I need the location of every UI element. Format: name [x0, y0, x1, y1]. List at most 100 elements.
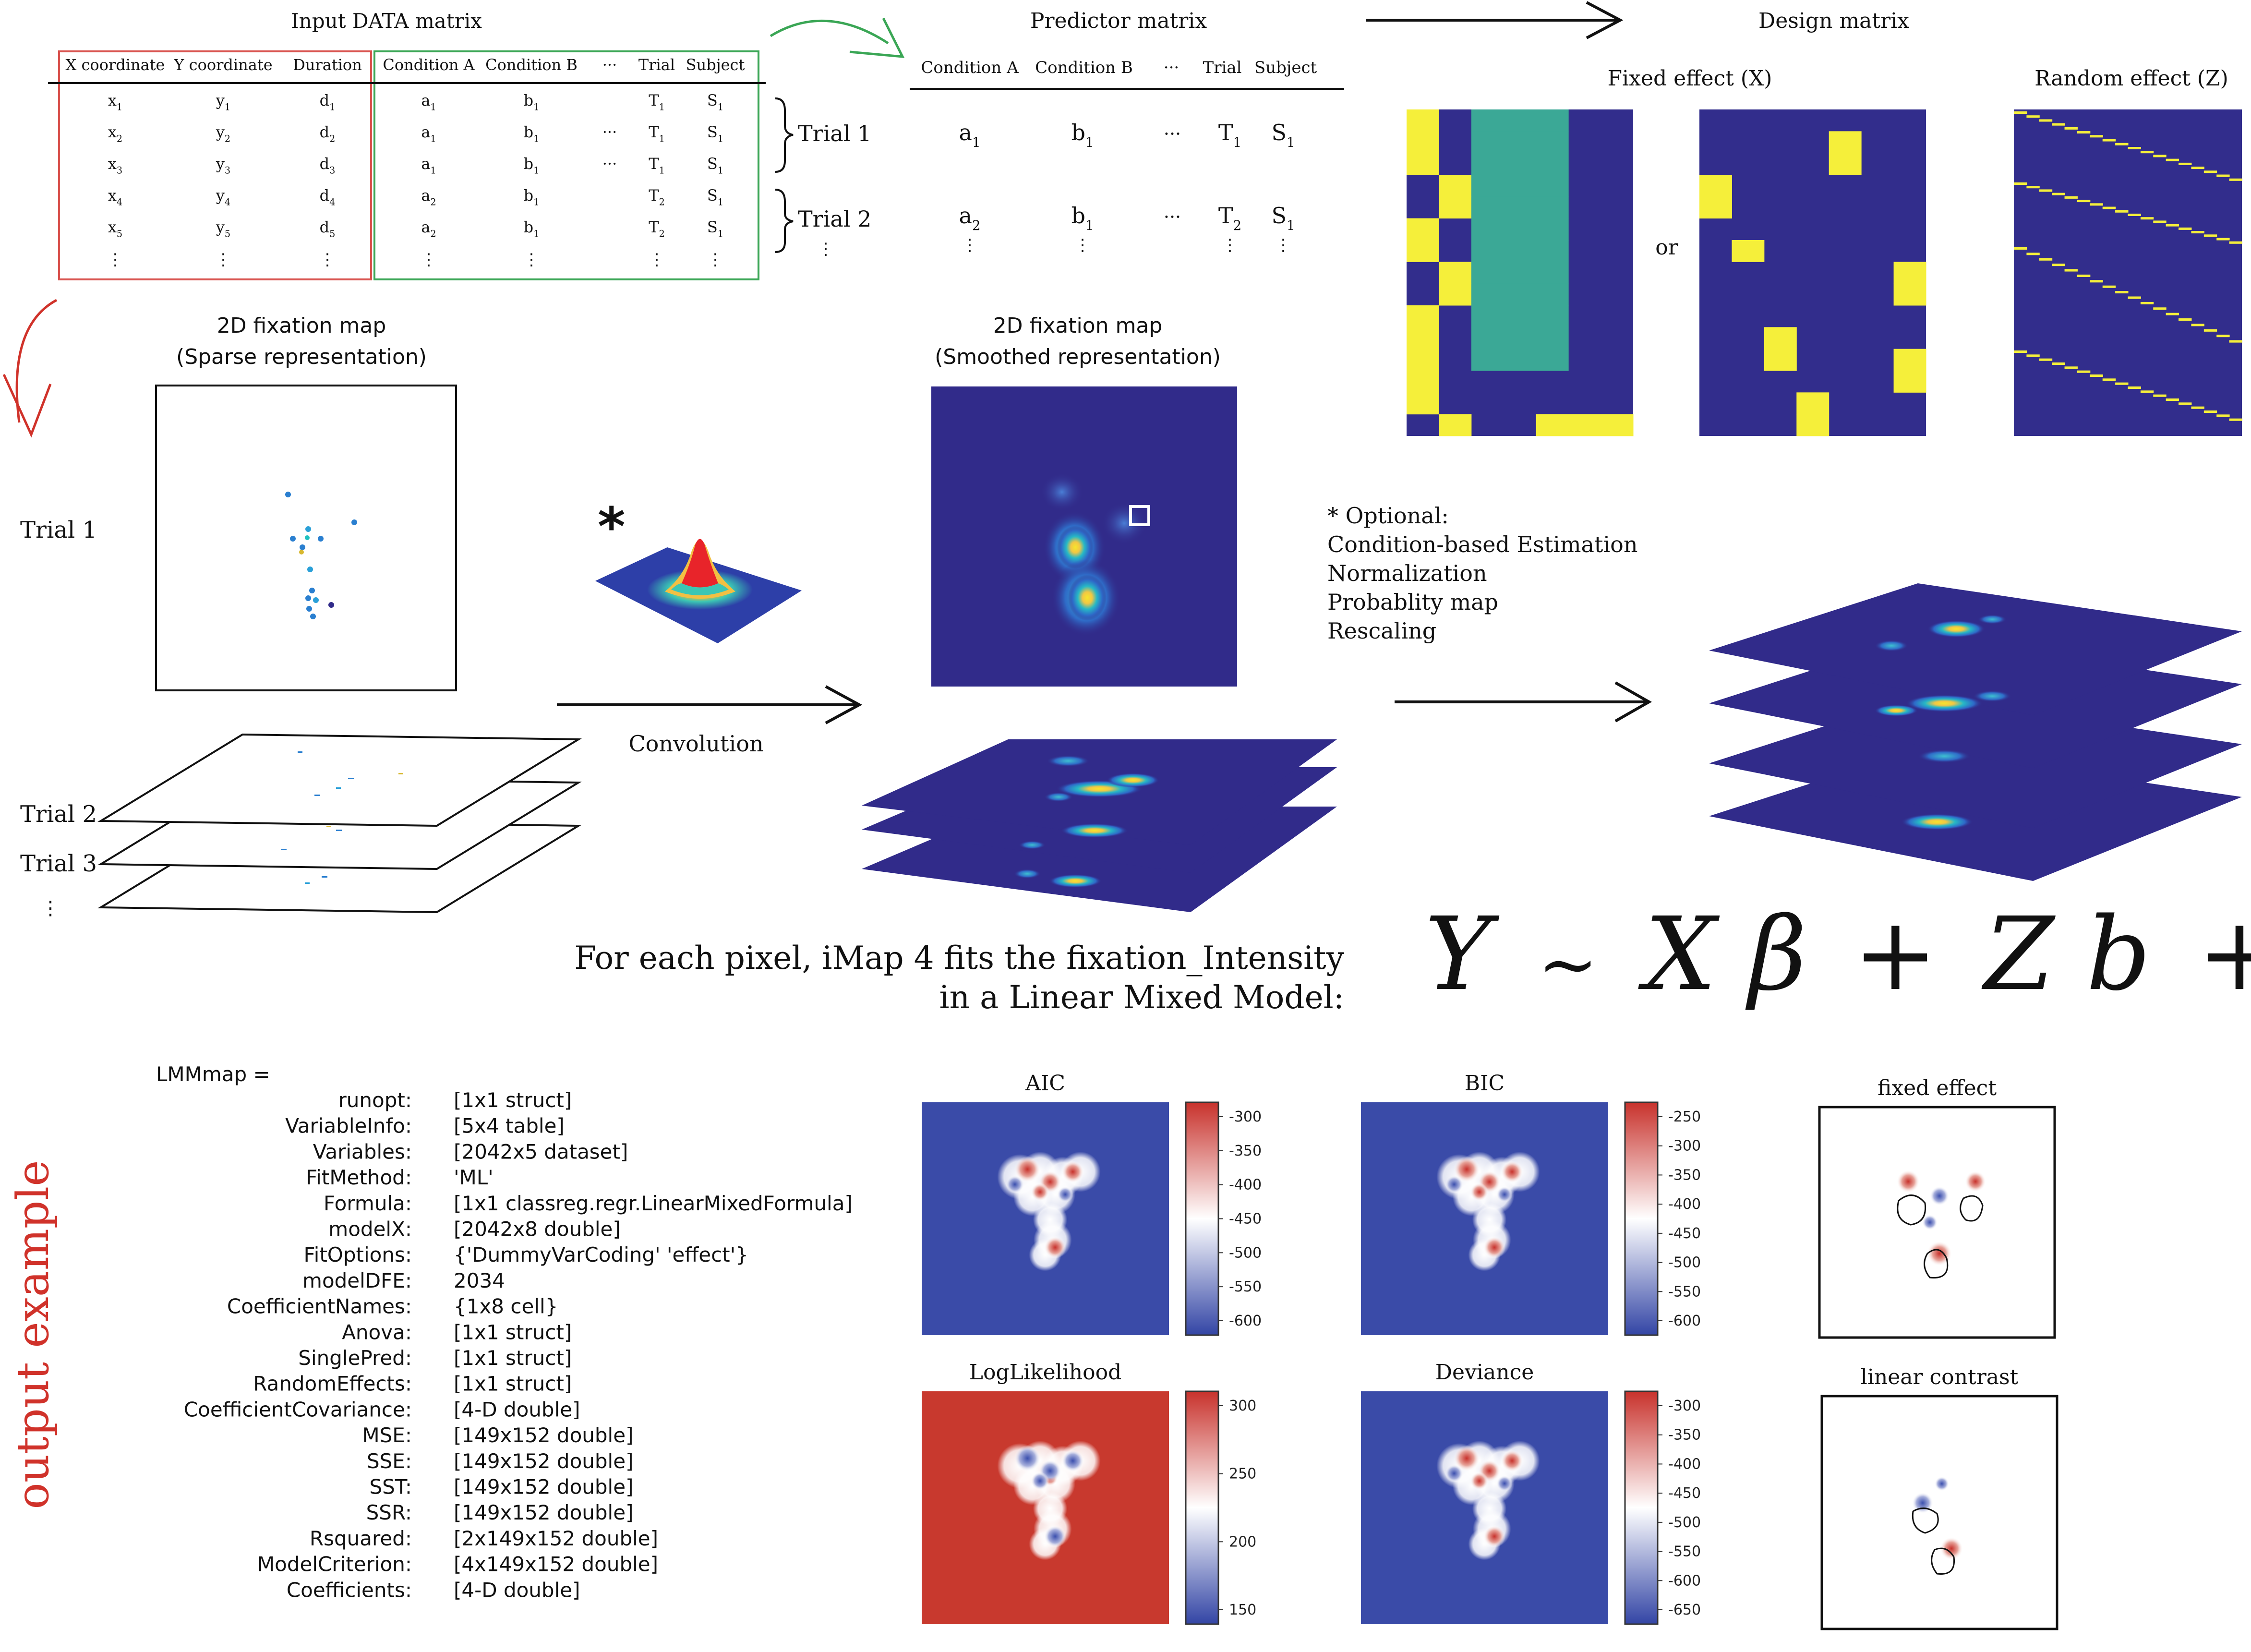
- input-cell: T2: [649, 186, 665, 208]
- sparse-stack: [97, 733, 582, 914]
- design-cell: [1893, 283, 1926, 306]
- design-cell: [1471, 240, 1504, 262]
- input-cell: x4: [108, 186, 122, 208]
- input-header: X coordinate: [66, 56, 165, 74]
- formula-part: ~: [1538, 923, 1598, 1006]
- design-cell: [1893, 262, 1926, 284]
- design-cell: [1504, 305, 1537, 327]
- lmm-field-name: VariableInfo:: [285, 1114, 412, 1138]
- input-cell: b1: [524, 123, 540, 145]
- model-description: For each pixel, iMap 4 fits the fixation…: [574, 940, 1344, 1016]
- colorbar-tick: -350: [1668, 1167, 1701, 1183]
- colorbar-tick: 150: [1229, 1602, 1256, 1618]
- random-cell: [2166, 158, 2179, 161]
- vdots: ⋮: [215, 250, 231, 269]
- random-cell: [2229, 241, 2242, 244]
- colorbar-tick: -250: [1668, 1109, 1701, 1125]
- contrast-map-frame: [1820, 1395, 2058, 1630]
- random-cell: [2064, 269, 2078, 272]
- colorbar-tick: -400: [1229, 1177, 1262, 1194]
- lmm-field-value: [4x149x152 double]: [454, 1553, 658, 1576]
- input-cell: b1: [524, 218, 540, 240]
- random-cell: [2203, 234, 2217, 237]
- random-cell: [2128, 147, 2141, 149]
- lmm-field-name: ModelCriterion:: [257, 1553, 412, 1576]
- predictor-cell: S1: [1271, 203, 1295, 233]
- random-cell: [2166, 313, 2179, 315]
- or-label: or: [1655, 235, 1678, 260]
- fixed-map: fixed effect: [1818, 1076, 2056, 1339]
- vdots: ⋮: [421, 250, 437, 269]
- random-cell: [2064, 127, 2078, 130]
- random-cell: [2179, 227, 2192, 230]
- formula-part: Z: [1981, 895, 2056, 1013]
- arrow-to-processed: [1395, 681, 1652, 723]
- vdots: ⋮: [1074, 236, 1091, 255]
- input-cell: b1: [524, 155, 540, 176]
- design-cell: [1536, 196, 1569, 219]
- trial1-left-label: Trial 1: [20, 517, 97, 543]
- colorbar-tick: -300: [1229, 1109, 1262, 1125]
- input-cell: d3: [320, 155, 336, 176]
- design-cell: [1504, 262, 1537, 284]
- predictor-cell: b1: [1071, 120, 1094, 150]
- colorbar-tick: -500: [1668, 1254, 1701, 1271]
- design-cell: [1699, 175, 1732, 197]
- fixed-effect-matrix-a: [1407, 109, 1634, 436]
- optional-item: * Optional:: [1327, 503, 1449, 529]
- lmm-field-name: CoefficientCovariance:: [184, 1398, 412, 1421]
- lmm-field-value: [149x152 double]: [454, 1475, 633, 1499]
- vdots: ⋮: [962, 236, 978, 255]
- design-cell: [1536, 109, 1569, 132]
- lmm-field-value: [1x1 struct]: [454, 1088, 572, 1112]
- red-arrow: [2, 299, 58, 438]
- bic-map: BIC-250-300-350-400-450-500-550-600: [1361, 1071, 1701, 1336]
- optional-item: Rescaling: [1327, 618, 1436, 644]
- input-header: Trial: [638, 56, 675, 74]
- colorbar-tick: -300: [1668, 1138, 1701, 1155]
- gaussian-kernel: *: [595, 496, 802, 643]
- colorbar-tick: -600: [1668, 1572, 1701, 1589]
- colorbar-tick: -300: [1668, 1398, 1701, 1414]
- design-cell: [1536, 414, 1569, 436]
- design-cell: [1796, 392, 1830, 415]
- lmm-field-value: [1x1 struct]: [454, 1346, 572, 1370]
- design-cell: [1439, 175, 1472, 197]
- input-cell: S1: [707, 155, 723, 176]
- colorbar-tick: -600: [1668, 1313, 1701, 1329]
- input-header: Condition B: [485, 56, 578, 74]
- random-effect-matrix: [2014, 109, 2242, 436]
- bic-title: BIC: [1465, 1071, 1505, 1096]
- design-cell: [1407, 240, 1439, 262]
- input-cell: S1: [707, 186, 723, 208]
- input-header: Subject: [686, 56, 745, 74]
- random-cell: [2115, 291, 2129, 294]
- lmm-field-name: MSE:: [362, 1423, 412, 1447]
- lmm-fields: runopt:[1x1 struct]VariableInfo:[5x4 tab…: [184, 1088, 853, 1602]
- random-cell: [2140, 151, 2154, 154]
- random-cell: [2077, 274, 2091, 277]
- random-cell: [2115, 143, 2129, 145]
- vdots: ⋮: [1222, 236, 1238, 255]
- formula-part: b: [2086, 895, 2151, 1013]
- fixed-title: fixed effect: [1878, 1076, 1997, 1100]
- design-cell: [1764, 349, 1797, 371]
- colorbar-tick: -450: [1229, 1211, 1262, 1228]
- input-cell: T1: [649, 155, 665, 176]
- input-cell: a2: [421, 218, 436, 240]
- aic-map: AIC-300-350-400-450-500-550-600: [922, 1071, 1262, 1336]
- trial2-label: Trial 2: [798, 206, 871, 232]
- design-cell: [1504, 175, 1537, 197]
- design-cell: [1439, 414, 1472, 436]
- input-cell: d4: [320, 186, 336, 208]
- random-cell: [2191, 406, 2204, 409]
- design-cell: [1829, 153, 1862, 175]
- colorbar-tick: 250: [1229, 1466, 1256, 1483]
- contrast-map: linear contrast: [1820, 1365, 2058, 1630]
- design-cell: [1407, 153, 1439, 175]
- pixel-marker: [1129, 505, 1150, 526]
- design-cell: [1471, 175, 1504, 197]
- sparse-fixation-map: 2D fixation map (Sparse representation): [155, 314, 457, 691]
- random-cell: [2052, 362, 2065, 365]
